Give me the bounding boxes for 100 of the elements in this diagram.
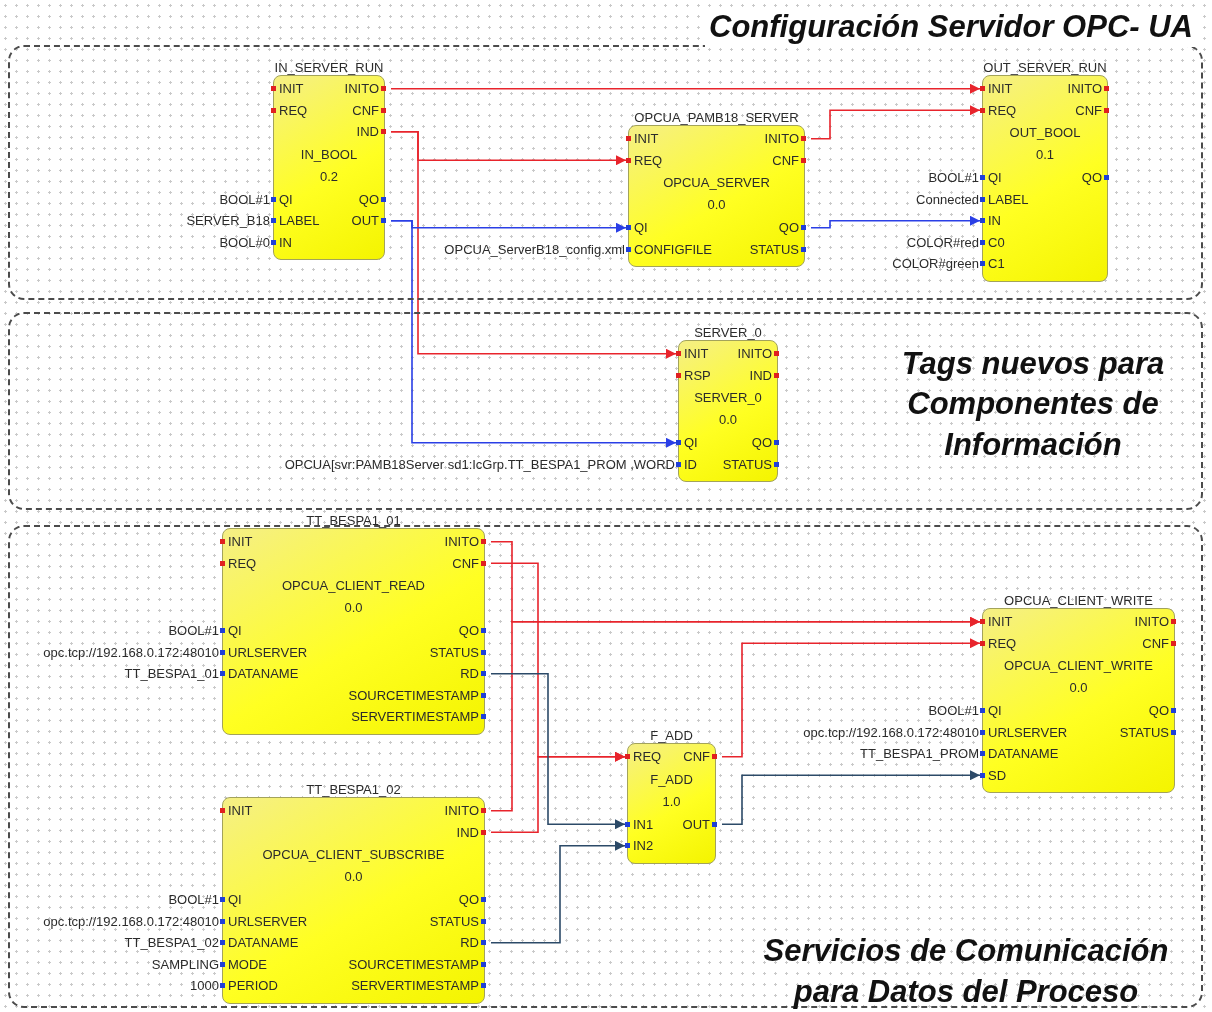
- input-port: REQ: [626, 150, 665, 170]
- output-port: CNF: [1140, 633, 1181, 653]
- input-port: IN1: [625, 814, 656, 834]
- input-port: MODE: [220, 954, 269, 974]
- input-port: INIT: [626, 129, 661, 149]
- input-port: INIT: [980, 79, 1015, 99]
- connector-arrow: [810, 215, 981, 229]
- output-port: IND: [454, 822, 491, 842]
- input-port: QI: [271, 189, 295, 209]
- instance-name: OPCUA_PAMB18_SERVER: [634, 110, 799, 125]
- parameter-value: OPCUA_ServerB18_config.xml: [444, 241, 625, 257]
- output-port: OUT: [349, 211, 391, 231]
- output-port: QO: [776, 218, 811, 238]
- parameter-value: TT_BESPA1_PROM: [860, 746, 979, 762]
- input-port: URLSERVER: [220, 911, 310, 931]
- parameter-value: OPCUA[svr:PAMB18Server sd1:IcGrp.TT_BESPA1_PROM ,WORD: [284, 456, 675, 472]
- parameter-value: SAMPLING: [151, 956, 219, 972]
- output-port: STATUS: [720, 454, 784, 474]
- parameter-value: opc.tcp://192.168.0.172:48010: [803, 724, 979, 740]
- connector-arrow: [490, 616, 981, 812]
- output-port: INITO: [342, 79, 391, 99]
- connector-arrow: [490, 751, 626, 834]
- output-port: QO: [1079, 168, 1114, 188]
- output-port: INITO: [762, 129, 811, 149]
- input-port: QI: [220, 890, 244, 910]
- input-port: QI: [980, 701, 1004, 721]
- input-port: INIT: [271, 79, 306, 99]
- input-port: IN: [271, 232, 294, 252]
- block-type: F_ADD: [650, 770, 693, 789]
- connector-arrow: [810, 105, 981, 140]
- input-port: QI: [980, 168, 1004, 188]
- output-port: RD: [458, 933, 491, 953]
- parameter-value: BOOL#1: [168, 892, 219, 908]
- output-port: QO: [456, 890, 491, 910]
- instance-name: SERVER_0: [694, 325, 762, 340]
- input-port: REQ: [980, 633, 1019, 653]
- parameter-value: opc.tcp://192.168.0.172:48010: [43, 913, 219, 929]
- input-port: C0: [980, 232, 1007, 252]
- block-version: 0.2: [319, 167, 339, 186]
- connector-arrow: [490, 840, 626, 944]
- parameter-value: 1000: [190, 978, 219, 994]
- parameter-value: Connected: [916, 191, 979, 207]
- connector-arrow: [390, 219, 677, 448]
- block-version: 1.0: [662, 792, 681, 811]
- input-port: QI: [626, 218, 650, 238]
- connector-arrow: [721, 638, 981, 758]
- connector-arrow: [721, 770, 981, 826]
- input-port: PERIOD: [220, 976, 280, 996]
- parameter-value: BOOL#1: [928, 170, 979, 186]
- output-port: SERVERTIMESTAMP: [349, 976, 491, 996]
- input-port: LABEL: [980, 189, 1031, 209]
- output-port: STATUS: [747, 239, 811, 259]
- parameter-value: BOOL#1: [168, 623, 219, 639]
- block-type: OPCUA_CLIENT_READ: [281, 577, 425, 595]
- block-type: OUT_BOOL: [1009, 124, 1081, 142]
- block-version: 0.0: [1069, 679, 1088, 697]
- instance-name: OUT_SERVER_RUN: [983, 60, 1107, 75]
- input-port: DATANAME: [220, 664, 301, 684]
- input-port: INIT: [676, 344, 711, 364]
- output-port: STATUS: [1117, 722, 1181, 742]
- input-port: INIT: [220, 532, 255, 552]
- output-port: STATUS: [427, 642, 491, 662]
- instance-name: IN_SERVER_RUN: [274, 60, 384, 75]
- region-title: Servicios de Comunicación para Datos del Proceso: [762, 932, 1170, 1011]
- block-version: 0.1: [1035, 146, 1055, 164]
- input-port: REQ: [271, 100, 310, 120]
- block-type: OPCUA_CLIENT_WRITE: [1004, 657, 1153, 675]
- parameter-value: COLOR#red: [906, 234, 979, 250]
- output-port: CNF: [450, 553, 491, 573]
- output-port: OUT: [680, 814, 722, 834]
- output-port: QO: [1146, 701, 1181, 721]
- input-port: INIT: [220, 801, 255, 821]
- block-version: 0.0: [718, 411, 738, 429]
- output-port: INITO: [442, 532, 491, 552]
- block-version: 0.0: [344, 868, 363, 886]
- input-port: C1: [980, 254, 1007, 274]
- output-port: QO: [356, 189, 391, 209]
- parameter-value: TT_BESPA1_02: [124, 935, 219, 951]
- instance-name: F_ADD: [650, 728, 693, 743]
- instance-name: TT_BESPA1_02: [306, 782, 401, 797]
- input-port: CONFIGFILE: [626, 239, 714, 259]
- output-port: SOURCETIMESTAMP: [346, 954, 491, 974]
- input-port: ID: [676, 454, 699, 474]
- block-version: 0.0: [344, 599, 363, 617]
- output-port: INITO: [442, 801, 491, 821]
- output-port: INITO: [735, 344, 784, 364]
- block-type: SERVER_0: [694, 389, 762, 407]
- connector-arrow: [490, 672, 626, 830]
- output-port: STATUS: [427, 911, 491, 931]
- block-type: OPCUA_CLIENT_SUBSCRIBE: [262, 846, 445, 864]
- parameter-value: TT_BESPA1_01: [124, 666, 219, 682]
- output-port: RD: [458, 664, 491, 684]
- input-port: SD: [980, 765, 1009, 785]
- region-title: Tags nuevos para Componentes de Información: [900, 345, 1166, 464]
- input-port: QI: [220, 621, 244, 641]
- output-port: CNF: [350, 100, 391, 120]
- output-port: SERVERTIMESTAMP: [349, 707, 491, 727]
- block-type: OPCUA_SERVER: [663, 174, 770, 192]
- parameter-value: SERVER_B18: [186, 213, 270, 229]
- output-port: SOURCETIMESTAMP: [346, 685, 491, 705]
